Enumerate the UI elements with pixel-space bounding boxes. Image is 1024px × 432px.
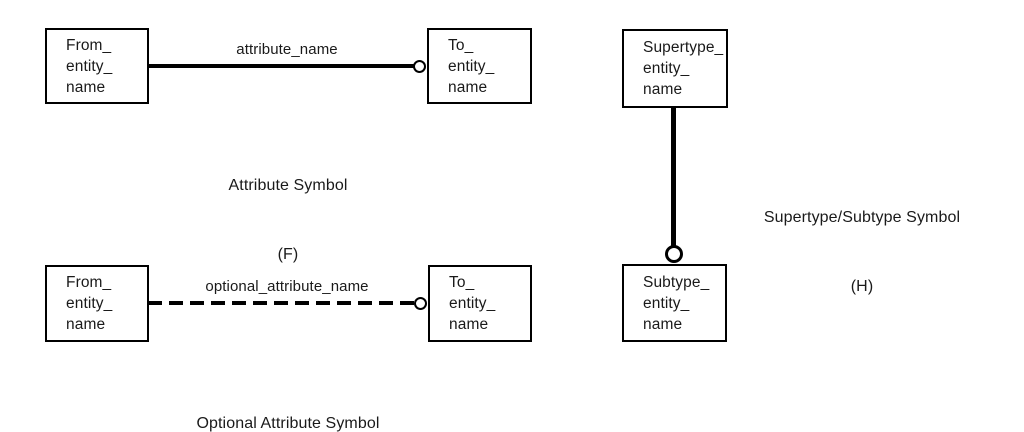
entity-box-supertype[interactable]: Supertype_ entity_ name — [622, 29, 728, 108]
caption-line-title: Supertype/Subtype Symbol — [763, 209, 961, 226]
entity-label-line2: entity_ — [643, 60, 690, 77]
caption-line-title: Optional Attribute Symbol — [196, 415, 380, 432]
relationship-label-attribute: attribute_name — [236, 41, 338, 58]
entity-label-line1: From_ — [66, 274, 112, 291]
entity-label-line2: entity_ — [66, 295, 113, 312]
entity-label-line3: name — [643, 81, 683, 98]
entity-label-line2: entity_ — [449, 295, 496, 312]
relationship-line-optional-attribute[interactable] — [148, 301, 416, 305]
entity-label-line2: entity_ — [448, 57, 495, 75]
entity-label-line1: Subtype_ — [643, 273, 710, 291]
caption-optional-attribute-symbol: Optional Attribute Symbol (G) — [148, 366, 428, 432]
caption-line-title: Attribute Symbol — [228, 177, 348, 194]
entity-label-line1: To_ — [448, 36, 474, 54]
caption-line-letter: (H) — [850, 278, 874, 295]
relationship-line-attribute[interactable] — [148, 64, 420, 68]
entity-label-line3: name — [643, 315, 683, 333]
entity-label-line3: name — [449, 316, 489, 333]
entity-box-to-optional-attribute[interactable]: To_ entity_ name — [428, 265, 532, 342]
entity-label-line2: entity_ — [66, 57, 113, 75]
entity-label-line1: Supertype_ — [643, 39, 724, 56]
relationship-line-supertype-subtype[interactable] — [671, 106, 676, 251]
optional-circle-icon-subtype — [665, 245, 683, 263]
caption-supertype-subtype-symbol: Supertype/Subtype Symbol (H) — [722, 160, 1002, 344]
caption-attribute-symbol: Attribute Symbol (F) — [148, 128, 428, 312]
entity-label-line1: From_ — [66, 36, 112, 54]
entity-label-line3: name — [448, 78, 488, 96]
caption-line-letter: (F) — [277, 246, 299, 263]
optional-circle-icon-optional-attribute — [414, 297, 427, 310]
entity-box-subtype[interactable]: Subtype_ entity_ name — [622, 264, 727, 342]
relationship-label-optional-attribute: optional_attribute_name — [205, 278, 369, 295]
entity-label-line1: To_ — [449, 274, 475, 291]
optional-circle-icon-attribute — [413, 60, 426, 73]
entity-box-from-attribute[interactable]: From_ entity_ name — [45, 28, 149, 104]
entity-box-from-optional-attribute[interactable]: From_ entity_ name — [45, 265, 149, 342]
entity-label-line3: name — [66, 78, 106, 96]
entity-box-to-attribute[interactable]: To_ entity_ name — [427, 28, 532, 104]
entity-label-line3: name — [66, 316, 106, 333]
entity-label-line2: entity_ — [643, 294, 690, 312]
